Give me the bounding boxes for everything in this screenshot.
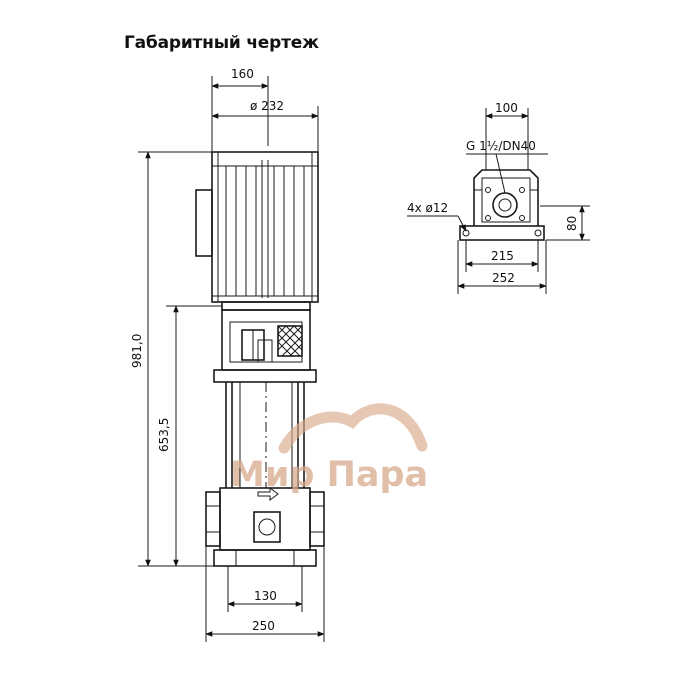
top-view-base (459, 225, 545, 241)
dim-100: 100 (495, 101, 518, 115)
dim-80: 80 (565, 216, 579, 231)
drawing-title: Габаритный чертеж (124, 33, 319, 53)
inlet-flange (205, 491, 221, 547)
dim-981: 981,0 (130, 334, 144, 368)
dim-130: 130 (254, 589, 277, 603)
base-plate (213, 549, 317, 567)
front-view-dimensions: 160 ø 232 981,0 653,5 130 250 (130, 67, 325, 642)
motor-flange (221, 301, 311, 311)
dim-252: 252 (492, 271, 515, 285)
connection-label: G 1½/DN40 (466, 139, 536, 153)
motor-fins (225, 160, 305, 298)
dim-diameter-232: ø 232 (250, 99, 284, 113)
dim-215: 215 (491, 249, 514, 263)
top-view-dimensions: 100 G 1½/DN40 4x ø12 80 215 252 (407, 101, 590, 294)
outlet-flange (309, 491, 325, 547)
upper-plate (213, 369, 317, 383)
dim-250: 250 (252, 619, 275, 633)
watermark: Мир Пара (230, 403, 428, 495)
watermark-arc (278, 403, 428, 454)
dim-160: 160 (231, 67, 254, 81)
dim-653: 653,5 (157, 418, 171, 452)
pump-front-view (195, 151, 325, 567)
terminal-box (195, 189, 213, 257)
motor-body (211, 151, 319, 303)
coupling-guard (277, 325, 303, 357)
holes-label: 4x ø12 (407, 201, 448, 215)
watermark-text: Мир Пара (230, 455, 428, 495)
top-view-port (492, 192, 518, 218)
